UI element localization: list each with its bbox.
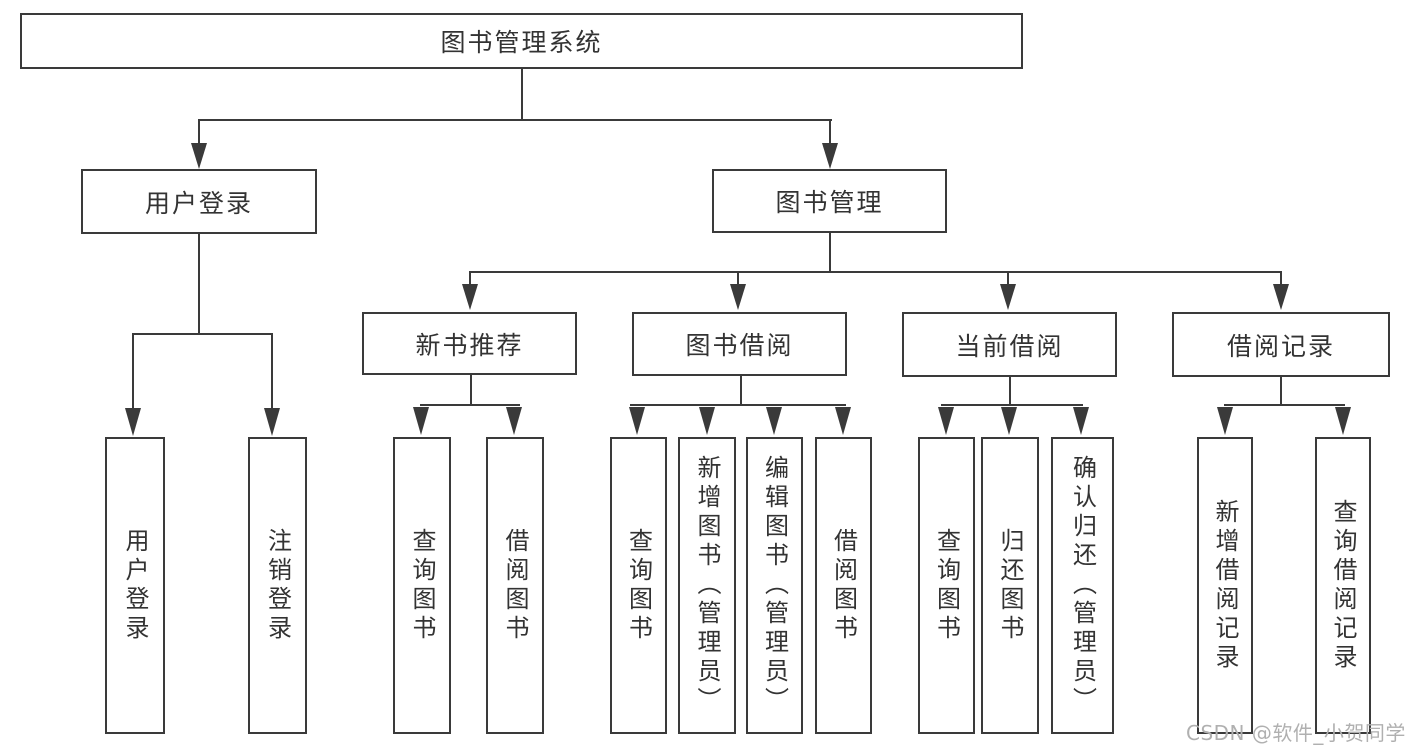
leaf-add-borrow-record-label: 新增借阅记录 [1211,498,1239,673]
leaf-confirm-return-admin: 确认归还（管理员） [1051,437,1114,734]
node-book-management-label: 图书管理 [775,188,884,217]
watermark: CSDN @软件_小贺同学 [1186,721,1405,745]
connector-level3-drop-1 [469,271,471,284]
arrowhead-leaf-add-record [1217,407,1233,435]
leaf-query-borrow-record-label: 查询借阅记录 [1329,498,1357,673]
arrowhead-leaf-borrow-book-1 [506,407,522,435]
leaf-logout: 注销登录 [248,437,307,734]
leaf-query-book-2: 查询图书 [610,437,667,734]
leaf-borrow-book-2-label: 借阅图书 [829,527,858,644]
node-root: 图书管理系统 [20,13,1023,69]
connector-level2-hline [198,119,832,121]
leaf-add-book-admin: 新增图书（管理员） [678,437,736,734]
connector-current-borrow-hline [941,404,1083,406]
connector-level3-drop-4 [1280,271,1282,284]
leaf-return-book: 归还图书 [981,437,1039,734]
arrowhead-leaf-query-book-3 [938,407,954,435]
connector-borrow-records-stem [1280,377,1282,406]
node-book-management: 图书管理 [712,169,947,233]
node-borrowing-records-label: 借阅记录 [1226,331,1335,361]
connector-user-login-drop-2 [271,333,273,409]
connector-book-mgmt-stem [829,233,831,273]
connector-book-borrow-hline [630,404,846,406]
leaf-query-book-3-label: 查询图书 [932,527,961,644]
connector-user-login-stem [198,234,200,335]
arrowhead-leaf-query-record [1335,407,1351,435]
node-new-book-recommend-label: 新书推荐 [415,330,524,360]
connector-level2-drop-left [198,119,200,145]
arrowhead-leaf-query-book-2 [629,407,645,435]
leaf-user-login-label: 用户登录 [121,527,149,644]
node-borrowing-records: 借阅记录 [1172,312,1390,377]
leaf-edit-book-admin: 编辑图书（管理员） [746,437,803,734]
connector-level3-drop-2 [737,271,739,284]
leaf-add-book-admin-label: 新增图书（管理员） [693,455,721,716]
connector-current-borrow-stem [1009,377,1011,406]
leaf-user-login: 用户登录 [105,437,165,734]
arrowhead-current-borrow [1000,284,1016,310]
arrowhead-leaf-edit-book [766,407,782,435]
leaf-logout-label: 注销登录 [263,527,292,644]
leaf-query-book-1: 查询图书 [393,437,451,734]
connector-new-book-stem [470,375,472,406]
leaf-add-borrow-record: 新增借阅记录 [1197,437,1253,734]
arrowhead-borrow-records [1273,284,1289,310]
node-book-borrowing-label: 图书借阅 [685,331,794,360]
leaf-query-book-1-label: 查询图书 [408,527,436,644]
connector-level3-hline [469,271,1282,273]
arrowhead-book-management [822,143,838,169]
leaf-query-book-2-label: 查询图书 [624,527,653,644]
arrowhead-leaf-return-book [1001,407,1017,435]
node-root-label: 图书管理系统 [440,28,603,57]
node-new-book-recommend: 新书推荐 [362,312,577,375]
leaf-confirm-return-admin-label: 确认归还（管理员） [1068,455,1097,716]
node-user-login-group: 用户登录 [81,169,317,234]
leaf-query-borrow-record: 查询借阅记录 [1315,437,1371,734]
arrowhead-book-borrow [730,284,746,310]
arrowhead-leaf-logout [264,408,280,436]
arrowhead-leaf-login [125,408,141,436]
leaf-borrow-book-2: 借阅图书 [815,437,872,734]
arrowhead-leaf-borrow-book-2 [835,407,851,435]
arrowhead-user-login [191,143,207,169]
leaf-query-book-3: 查询图书 [918,437,975,734]
connector-borrow-records-hline [1224,404,1345,406]
connector-root-stem [521,69,523,121]
node-current-borrowing: 当前借阅 [902,312,1117,377]
connector-book-borrow-stem [740,376,742,406]
leaf-borrow-book-1-label: 借阅图书 [501,527,529,644]
leaf-edit-book-admin-label: 编辑图书（管理员） [760,455,789,716]
connector-user-login-hline [132,333,273,335]
leaf-borrow-book-1: 借阅图书 [486,437,544,734]
connector-level3-drop-3 [1007,271,1009,284]
node-user-login-group-label: 用户登录 [144,188,253,218]
arrowhead-new-book-rec [462,284,478,310]
leaf-return-book-label: 归还图书 [996,527,1024,644]
connector-level2-drop-right [829,119,831,145]
arrowhead-leaf-add-book [699,407,715,435]
arrowhead-leaf-confirm-return [1073,407,1089,435]
connector-new-book-hline [420,404,520,406]
connector-user-login-drop-1 [132,333,134,409]
node-book-borrowing: 图书借阅 [632,312,847,376]
node-current-borrowing-label: 当前借阅 [955,331,1064,361]
arrowhead-leaf-query-book-1 [413,407,429,435]
